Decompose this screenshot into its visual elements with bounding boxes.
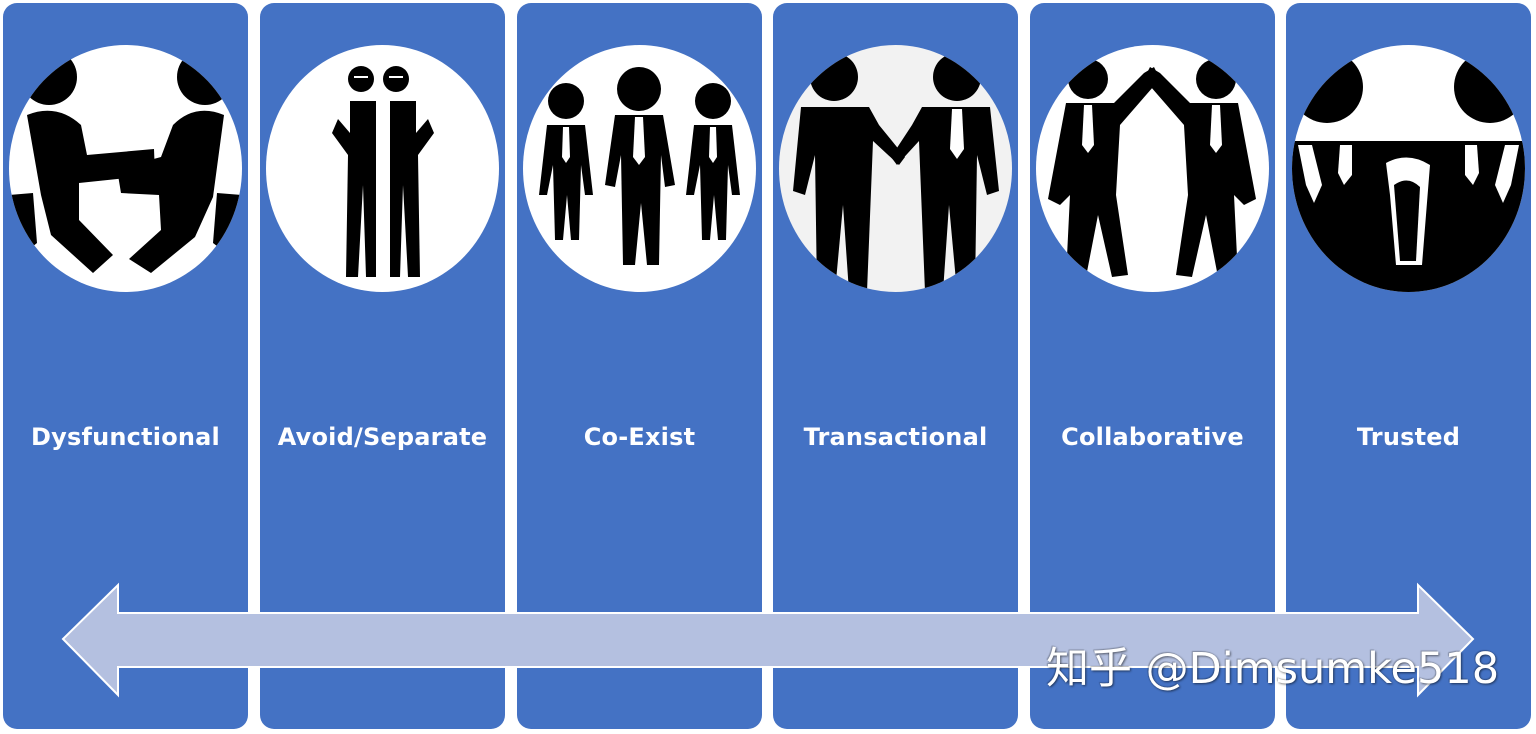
two-figures-close-up-icon (1292, 45, 1525, 292)
stage-column-trusted: Trusted (1286, 3, 1531, 729)
watermark-text: 知乎 @Dimsumke518 (1046, 644, 1500, 694)
stage-column-transactional: Transactional (773, 3, 1018, 729)
three-figures-standing-icon (523, 45, 756, 292)
stage-label: Collaborative (1061, 423, 1244, 451)
stage-column-avoid-separate: Avoid/Separate (260, 3, 505, 729)
stage-label: Dysfunctional (31, 423, 220, 451)
two-figures-handshake-icon (779, 45, 1012, 292)
two-figures-high-five-icon (1036, 45, 1269, 292)
stage-column-co-exist: Co-Exist (517, 3, 762, 729)
stage-label: Co-Exist (583, 423, 696, 451)
two-figures-back-to-back-icon (266, 45, 499, 292)
stage-label: Trusted (1356, 423, 1461, 451)
two-figures-fighting-icon (9, 45, 242, 292)
stage-label: Transactional (803, 423, 988, 451)
stage-column-dysfunctional: Dysfunctional (3, 3, 248, 729)
stage-column-collaborative: Collaborative (1030, 3, 1275, 729)
stage-label: Avoid/Separate (277, 423, 488, 451)
